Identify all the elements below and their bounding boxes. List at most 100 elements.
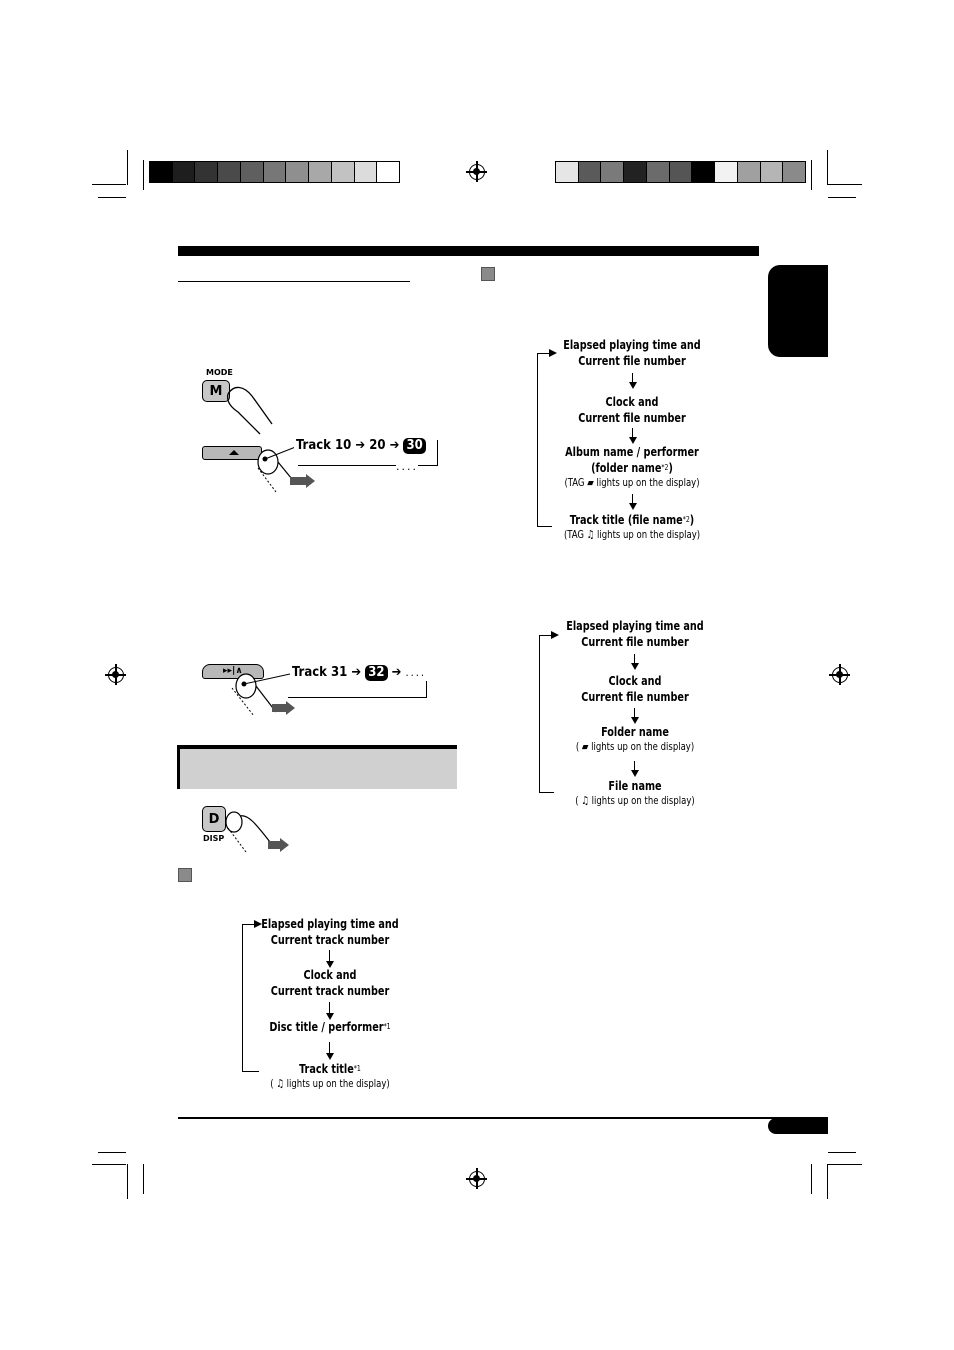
color-bar-right-swatch	[555, 161, 579, 183]
loop-arrow-icon	[551, 631, 559, 639]
section-marker-cd	[178, 868, 192, 882]
mode-label: MODE	[206, 368, 233, 377]
music-note-icon: ♫	[276, 1077, 284, 1090]
press-arrow-head	[306, 474, 315, 488]
skip-forward-icon: ▸▸|∧	[223, 666, 243, 676]
folder-icon: ▰	[587, 476, 594, 489]
finger-press-icon	[231, 673, 291, 717]
tag-step4-sub-text: lights up on the display)	[597, 528, 701, 541]
tag-step2-line1: Clock and	[605, 394, 659, 409]
notag-step3-sub-text: lights up on the display)	[591, 740, 695, 753]
color-bar-right-swatch	[714, 161, 738, 183]
cd-step3-text: Disc title / performer	[269, 1019, 384, 1034]
up-button-illustration: Track 10 ➔ 20 ➔ 30 ....	[200, 438, 460, 495]
notag-step1-line2: Current file number	[581, 634, 689, 649]
track-10-label: Track 10	[296, 438, 352, 453]
mode-key-letter: M	[209, 384, 223, 399]
notag-step1-line1: Elapsed playing time and	[566, 618, 704, 633]
flow-arrow-down-icon	[325, 1002, 334, 1020]
track-32-highlight: 32	[365, 665, 388, 681]
color-bar-right-swatch	[691, 161, 716, 183]
color-bar-right-swatch	[600, 161, 625, 183]
cd-step4: Track title*1	[244, 1061, 416, 1077]
cd-step4-note: *1	[353, 1064, 361, 1073]
flow-arrow-down-icon	[325, 950, 334, 968]
mode-key[interactable]: M	[202, 380, 230, 402]
registration-mark-bottom	[466, 1168, 487, 1189]
tag-step2-line2: Current file number	[578, 410, 686, 425]
cd-step4-text: Track title	[299, 1061, 354, 1076]
disp-key[interactable]: D	[202, 806, 226, 832]
color-bar-left-swatch	[239, 161, 264, 183]
sequence-ellipsis-1: ....	[396, 460, 418, 473]
color-bar-right-swatch	[645, 161, 670, 183]
flow-arrow-down-icon	[630, 708, 639, 724]
track-sequence-2: Track 31 ➔ 32 ➔ ....	[290, 665, 429, 681]
header-rule	[178, 246, 759, 256]
arrow-right-icon: ➔	[391, 665, 402, 680]
sequence-ellipsis-2: ....	[405, 666, 427, 679]
flow-loop-line	[537, 353, 552, 527]
color-bar-left-swatch	[262, 161, 287, 183]
notag-step4-sub: ( ♫ lights up on the display)	[549, 794, 721, 808]
sequence-frame	[298, 440, 438, 466]
tag-step4-text: Track title (file name	[569, 512, 683, 527]
cd-step3: Disc title / performer*1	[244, 1019, 416, 1035]
flow-loop-line	[242, 924, 259, 1072]
notag-step3-sub: ( ▰ lights up on the display)	[549, 740, 721, 754]
press-arrow-icon	[290, 477, 306, 485]
loop-arrow-icon	[549, 349, 557, 357]
press-arrow-head	[280, 838, 289, 852]
tag-step3-note: *2	[661, 463, 669, 472]
tag-step3-line2: (folder name*2)	[546, 460, 718, 476]
color-bar-right	[555, 160, 806, 184]
cd-step4-sub: ( ♫ lights up on the display)	[244, 1077, 416, 1091]
tag-step4-sub: (TAG ♫ lights up on the display)	[546, 528, 718, 542]
color-bar-right-swatch	[759, 161, 784, 183]
notag-step4-sub-text: lights up on the display)	[591, 794, 695, 807]
color-bar-left-swatch	[308, 161, 332, 183]
registration-mark-right	[829, 664, 850, 685]
cd-step4-sub-open: (	[270, 1077, 274, 1090]
color-bar-left-swatch	[217, 161, 241, 183]
notag-step4: File name	[608, 778, 662, 793]
tag-step4-sub-pre: (TAG	[563, 528, 584, 541]
cd-step2-line2: Current track number	[270, 983, 390, 998]
notag-step4-sub-pre: (	[575, 794, 579, 807]
finger-icon	[226, 386, 273, 435]
track-31-label: Track 31	[292, 665, 348, 680]
color-bar-left-swatch	[149, 161, 173, 183]
footer-rule	[178, 1117, 828, 1119]
music-note-icon: ♫	[581, 794, 589, 807]
page-number-tab	[768, 1118, 828, 1134]
flow-arrow-down-icon	[630, 761, 639, 777]
arrow-right-icon: ➔	[389, 438, 400, 453]
tag-step1-line2: Current file number	[578, 353, 686, 368]
tag-step4: Track title (file name*2)	[546, 512, 718, 528]
language-tab	[768, 265, 828, 357]
track-sequence-1: Track 10 ➔ 20 ➔ 30	[294, 438, 428, 454]
color-bar-left-swatch	[194, 161, 219, 183]
cd-step1-line1: Elapsed playing time and	[261, 916, 399, 931]
color-bar-right-swatch	[736, 161, 761, 183]
press-arrow-icon	[268, 841, 280, 849]
color-bar-right-swatch	[668, 161, 693, 183]
cd-step3-note: *1	[383, 1022, 391, 1031]
cd-step4-sub-text: lights up on the display)	[286, 1077, 390, 1090]
section-header-box	[177, 745, 457, 789]
section-marker-mp3	[481, 267, 495, 281]
disp-label: DISP	[203, 834, 225, 843]
mode-button-illustration: MODE M	[200, 366, 280, 436]
finger-press-icon	[225, 811, 271, 853]
flow-arrow-down-icon	[630, 654, 639, 670]
tag-step1-line1: Elapsed playing time and	[563, 337, 701, 352]
tag-step3-sub: (TAG ▰ lights up on the display)	[546, 476, 718, 490]
flow-arrow-down-icon	[628, 428, 637, 444]
tag-step3-sub-pre: (TAG	[564, 476, 585, 489]
eject-up-icon	[229, 450, 239, 455]
tag-step3-line1: Album name / performer	[565, 444, 699, 459]
color-bar-right-swatch	[623, 161, 647, 183]
tag-step3-line2-text: (folder name	[591, 460, 662, 475]
registration-mark-left	[105, 664, 126, 685]
notag-step3: Folder name	[601, 724, 669, 739]
